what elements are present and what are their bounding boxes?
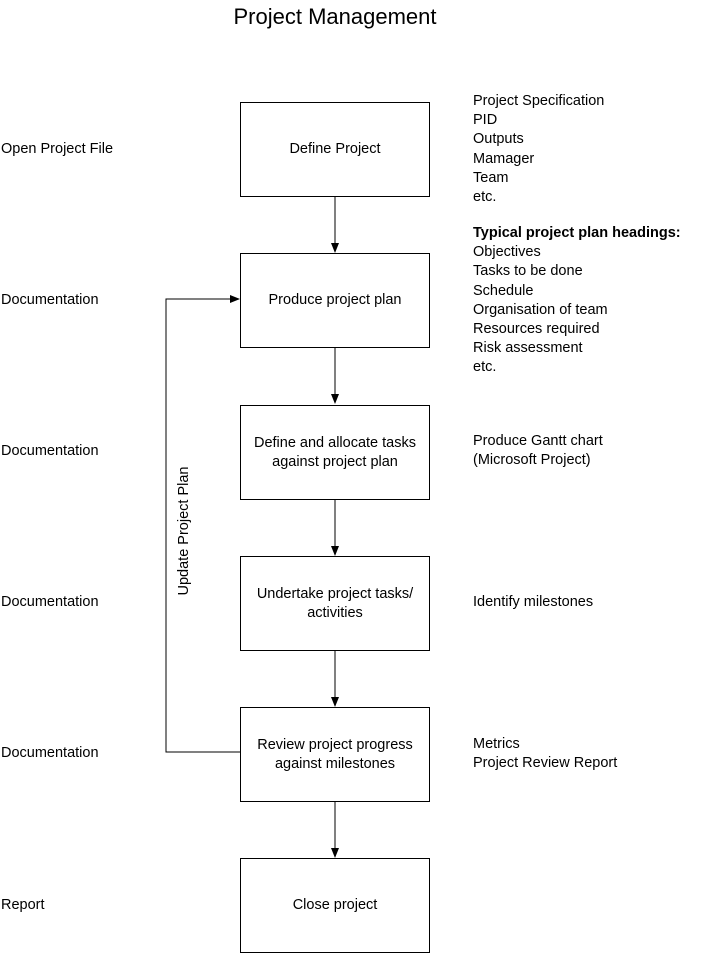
box-define-project: Define Project	[240, 102, 430, 197]
note-line: Tasks to be done	[473, 263, 583, 280]
note-line: (Microsoft Project)	[473, 452, 591, 469]
update-project-plan-label: Update Project Plan	[176, 466, 192, 596]
notes-heading: Typical project plan headings:	[473, 225, 681, 241]
note-line: etc.	[473, 359, 497, 376]
notes-define-project: Project Specification PID Outputs Mamage…	[473, 92, 604, 207]
note-line: Outputs	[473, 131, 524, 148]
notes-project-plan-headings: Typical project plan headings: Objective…	[473, 224, 681, 378]
left-label-open-project-file: Open Project File	[1, 141, 114, 157]
note-line: Resources required	[473, 321, 600, 338]
left-label-documentation-tasks: Documentation	[1, 443, 99, 459]
left-label-documentation-plan: Documentation	[1, 292, 99, 308]
note-line: Schedule	[473, 282, 534, 299]
note-line: Risk assessment	[473, 340, 583, 357]
note-line: Identify milestones	[473, 594, 594, 610]
box-undertake-tasks: Undertake project tasks/ activities	[240, 556, 430, 651]
box-close-project: Close project	[240, 858, 430, 953]
diagram-title: Project Management	[233, 4, 437, 29]
notes-gantt: Produce Gantt chart (Microsoft Project)	[473, 432, 603, 470]
note-line: Project Specification	[473, 93, 605, 109]
box-review-progress-label: Review project progress against mileston…	[257, 736, 413, 772]
box-close-project-label: Close project	[292, 897, 378, 913]
note-line: etc.	[473, 189, 497, 206]
note-line: Objectives	[473, 244, 541, 261]
box-undertake-tasks-label: Undertake project tasks/ activities	[256, 585, 414, 621]
left-label-report: Report	[1, 897, 45, 913]
box-define-allocate-tasks-label: Define and allocate tasks against projec…	[253, 434, 416, 470]
note-line: Organisation of team	[473, 301, 608, 318]
note-line: Team	[473, 169, 509, 186]
left-label-documentation-review: Documentation	[1, 745, 99, 761]
box-define-project-label: Define Project	[289, 141, 381, 157]
note-line: Produce Gantt chart	[473, 433, 603, 449]
left-label-documentation-undertake: Documentation	[1, 594, 99, 610]
notes-review: Metrics Project Review Report	[473, 735, 617, 773]
box-produce-project-plan-label: Produce project plan	[268, 292, 402, 308]
note-line: Mamager	[473, 150, 535, 167]
note-line: PID	[473, 112, 498, 129]
note-line: Project Review Report	[473, 755, 618, 772]
box-define-allocate-tasks: Define and allocate tasks against projec…	[240, 405, 430, 500]
notes-milestones: Identify milestones	[473, 593, 593, 612]
note-line: Metrics	[473, 736, 520, 752]
arrow-update-loop	[165, 295, 240, 753]
box-review-progress: Review project progress against mileston…	[240, 707, 430, 802]
box-produce-project-plan: Produce project plan	[240, 253, 430, 348]
